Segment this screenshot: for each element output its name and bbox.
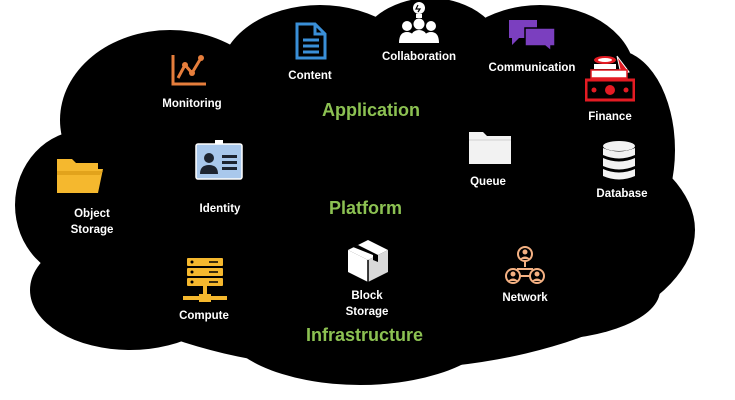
layer-application: Application	[322, 100, 420, 120]
queue-label: Queue	[470, 176, 506, 188]
compute-label: Compute	[179, 310, 229, 322]
folder-icon	[57, 159, 103, 193]
object-storage-label: Object Storage	[57, 206, 127, 238]
database-icon	[603, 141, 635, 180]
document-icon	[295, 22, 327, 60]
finance-label: Finance	[588, 111, 632, 123]
network-label: Network	[502, 292, 548, 304]
object-storage-label-line2: Storage	[70, 224, 114, 236]
box-icon	[348, 240, 388, 282]
layer-infrastructure: Infrastructure	[306, 325, 424, 345]
chat-bubbles-icon	[509, 20, 556, 52]
content-label: Content	[288, 70, 332, 82]
block-storage-label: Block Storage	[332, 288, 402, 320]
database-label: Database	[596, 188, 648, 200]
server-icon	[183, 258, 227, 302]
network-icon	[505, 246, 545, 284]
block-storage-label-line1: Block	[351, 290, 383, 302]
object-storage-label-line1: Object	[74, 208, 110, 220]
money-icon	[585, 55, 635, 102]
folder-icon	[469, 132, 511, 164]
line-chart-icon	[171, 55, 206, 86]
id-card-icon	[195, 140, 243, 180]
team-idea-icon	[399, 2, 439, 43]
identity-label: Identity	[199, 203, 241, 215]
monitoring-label: Monitoring	[162, 98, 222, 110]
communication-label: Communication	[488, 62, 576, 74]
collaboration-label: Collaboration	[381, 51, 457, 63]
block-storage-label-line2: Storage	[345, 306, 389, 318]
layer-platform: Platform	[329, 198, 403, 218]
